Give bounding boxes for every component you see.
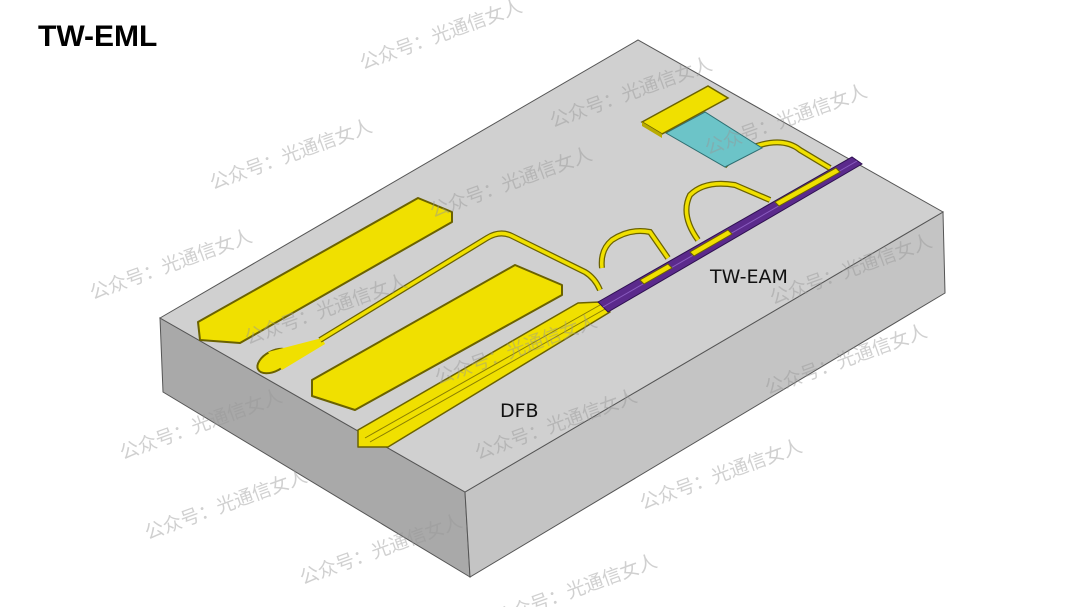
eam-electrode-segment xyxy=(689,229,733,257)
bond-pad-2 xyxy=(311,264,563,411)
bond-pad-1 xyxy=(197,197,453,344)
eam-electrode-segment xyxy=(639,263,673,285)
dfb-electrode xyxy=(357,301,611,448)
teardrop-neck xyxy=(268,338,325,370)
tw-eam-label: TW-EAM xyxy=(710,266,788,288)
diagram-title: TW-EML xyxy=(38,20,158,53)
eam-electrode-segment xyxy=(774,167,841,207)
dfb-label: DFB xyxy=(500,400,539,422)
cyan-termination-pad xyxy=(664,111,764,168)
